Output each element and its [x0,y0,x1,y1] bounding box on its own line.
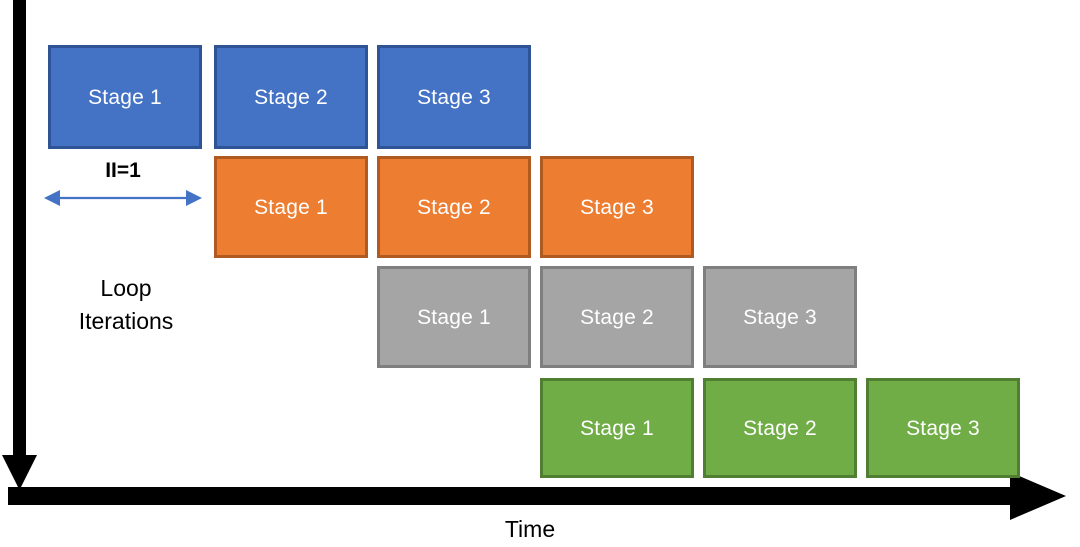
stage-label: Stage 2 [743,416,817,440]
stage-box-iter4-stage2[interactable]: Stage 2 [703,378,857,478]
stage-box-iter2-stage2[interactable]: Stage 2 [377,156,531,258]
loop-iterations-line-1: Loop [100,275,152,301]
stage-label: Stage 2 [254,85,328,109]
horizontal-axis-arrow [8,472,1066,520]
stage-box-iter2-stage1[interactable]: Stage 1 [214,156,368,258]
vertical-axis-arrow [2,0,37,490]
stage-box-iter3-stage1[interactable]: Stage 1 [377,266,531,368]
initiation-interval-annotation: II=1 [44,160,202,210]
stage-box-iter2-stage3[interactable]: Stage 3 [540,156,694,258]
stage-label: Stage 1 [254,195,328,219]
stage-label: Stage 1 [580,416,654,440]
time-axis-label: Time [504,516,556,542]
stage-label: Stage 2 [580,305,654,329]
ii-label: II=1 [105,159,141,182]
stage-box-iter4-stage3[interactable]: Stage 3 [866,378,1020,478]
stage-label: Stage 3 [906,416,980,440]
loop-iterations-axis-label: Loop Iterations [33,272,219,338]
stage-label: Stage 1 [88,85,162,109]
stage-label: Stage 3 [580,195,654,219]
loop-iterations-line-2: Iterations [78,308,174,334]
stage-label: Stage 1 [417,305,491,329]
stage-box-iter1-stage2[interactable]: Stage 2 [214,45,368,149]
stage-box-iter1-stage3[interactable]: Stage 3 [377,45,531,149]
stage-box-iter4-stage1[interactable]: Stage 1 [540,378,694,478]
double-headed-arrow-icon [44,190,202,206]
stage-label: Stage 2 [417,195,491,219]
stage-label: Stage 3 [743,305,817,329]
stage-label: Stage 3 [417,85,491,109]
stage-box-iter1-stage1[interactable]: Stage 1 [48,45,202,149]
stage-box-iter3-stage2[interactable]: Stage 2 [540,266,694,368]
stage-box-iter3-stage3[interactable]: Stage 3 [703,266,857,368]
